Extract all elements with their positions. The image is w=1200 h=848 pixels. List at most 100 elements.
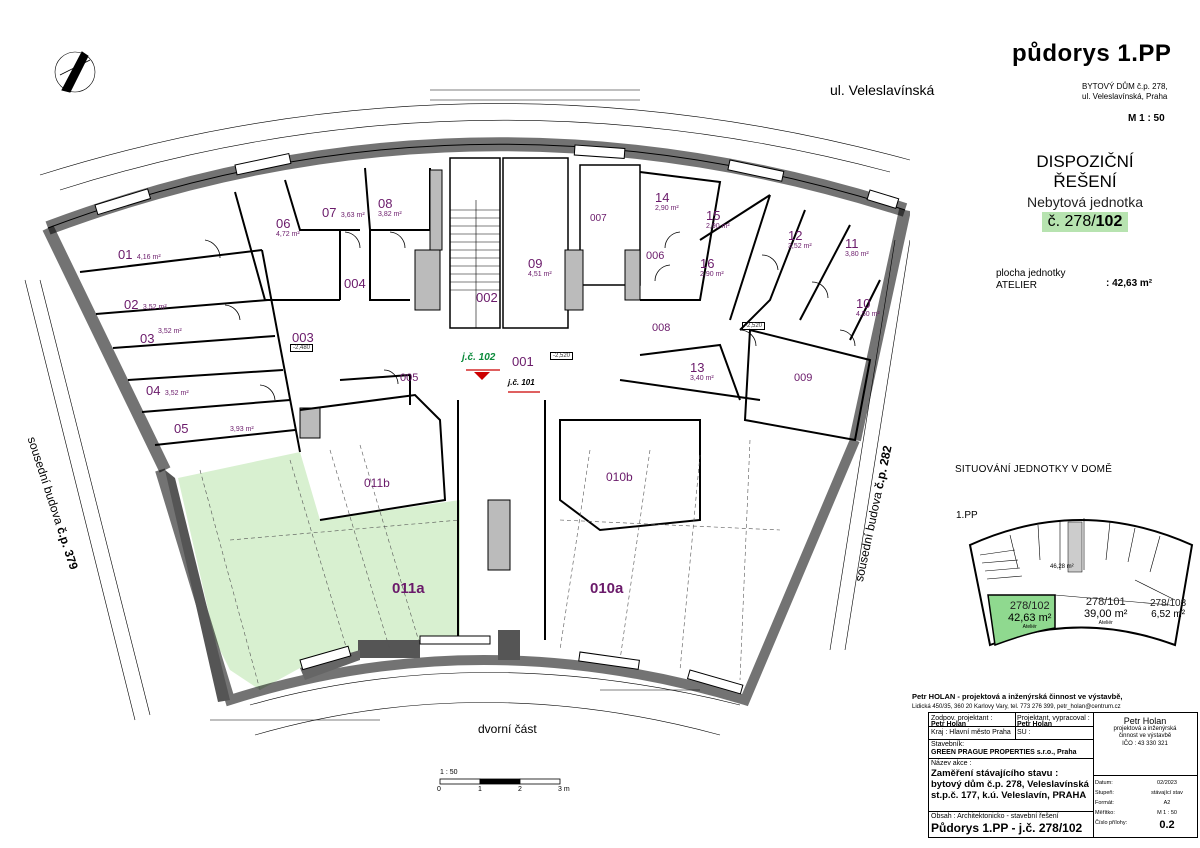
drawing-scale: M 1 : 50	[1128, 113, 1165, 124]
room-001: 001	[512, 354, 534, 369]
region-value: Hlavní město Praha	[949, 729, 1011, 736]
project-name: Zaměření stávajícího stavu : bytový dům …	[931, 768, 1093, 801]
situation-unit-id: 278/102	[1009, 600, 1050, 612]
unit-number-badge: č. 278/102	[1041, 212, 1129, 232]
disposition-line-3: Nebytová jednotka	[1027, 194, 1143, 210]
room-number: 007	[590, 213, 607, 224]
building-info: BYTOVÝ DŮM č.p. 278, ul. Veleslavínská, …	[1082, 82, 1168, 102]
room-area: 4,16 m²	[136, 254, 161, 261]
room-number: 04	[146, 383, 161, 398]
project-line-2: bytový dům č.p. 278, Veleslavínská	[931, 779, 1089, 790]
room-area: 3,40 m²	[690, 375, 714, 382]
situation-unit-use: Ateliér	[1022, 624, 1037, 630]
stair-treads	[450, 200, 500, 328]
situation-unit-102: 278/102 42,63 m² Ateliér	[1008, 600, 1051, 630]
drawing-content: Půdorys 1.PP - j.č. 278/102	[931, 821, 1083, 835]
room-004: 004	[344, 276, 366, 291]
room-area: 3,52 m²	[158, 328, 182, 335]
room-area: 3,52 m²	[788, 243, 812, 250]
right-wall	[849, 208, 910, 442]
region-label: Kraj :	[931, 729, 948, 736]
unit-area-label-1: plocha jednotky	[996, 268, 1066, 279]
room-number: 11	[845, 236, 859, 251]
room-05-area: 3,93 m²	[230, 418, 254, 436]
room-area: 3,52 m²	[142, 304, 167, 311]
level-marker: -2,520	[742, 322, 766, 330]
disposition-line-2: ŘEŠENÍ	[1053, 172, 1117, 191]
room-03: 03	[140, 330, 154, 348]
situation-title: SITUOVÁNÍ JEDNOTKY V DOMĚ	[955, 464, 1113, 475]
project-line-1: Zaměření stávajícího stavu :	[931, 768, 1059, 779]
room-number: 12	[788, 228, 803, 243]
core-walls	[299, 169, 641, 571]
situation-unit-id: 278/103	[1150, 598, 1187, 609]
situation-unit-101: 278/101 39,00 m² Ateliér	[1084, 596, 1127, 626]
situation-unit-use: Ateliér	[1098, 620, 1113, 626]
street-name: ul. Veleslavínská	[830, 82, 935, 98]
door-swings	[204, 231, 856, 401]
bottom-dark-wall-1	[358, 640, 420, 658]
room-number: 07	[322, 205, 337, 220]
designer-label-text: Zodpov. projektant :	[931, 715, 993, 722]
room-area: 3,80 m²	[845, 251, 869, 258]
situation-corridor-area: 46,28 m²	[1050, 564, 1074, 570]
room-number: 02	[124, 297, 139, 312]
right-rooms	[639, 171, 881, 442]
level-marker: -2,520	[550, 352, 574, 360]
room-008: 008	[652, 322, 671, 334]
entrance-101: j.č. 101	[508, 378, 535, 387]
room-03-area: 3,52 m²	[158, 320, 182, 338]
dimension-lines	[24, 89, 910, 736]
outer-wall-bottom	[155, 438, 860, 707]
meta-value: stávající stav	[1151, 790, 1183, 796]
meta-value: A2	[1163, 800, 1171, 806]
meta-label: Měřítko:	[1095, 810, 1115, 816]
project-line-3: st.p.č. 177, k.ú. Veleslavín, PRAHA	[931, 790, 1087, 801]
project-label: Název akce :	[931, 760, 972, 767]
room-07: 07 3,63 m²	[322, 204, 365, 222]
meta-label: Stupeň:	[1095, 790, 1114, 796]
building-line-2: ul. Veleslavínská, Praha	[1082, 92, 1168, 101]
situation-unit-area: 6,52 m²	[1151, 609, 1186, 620]
situation-unit-103: 278/103 6,52 m²	[1150, 598, 1186, 620]
courtyard-label: dvorní část	[478, 722, 537, 736]
scale-tick: 2	[518, 786, 522, 793]
scale-bar-label: 1 : 50	[440, 769, 458, 776]
firm-desc-2: činnost ve výstavbě	[1118, 733, 1172, 739]
room-number: 08	[378, 196, 393, 211]
company-line-1: Petr HOLAN - projektová a inženýrská čin…	[912, 692, 1123, 701]
title-block-header: Petr HOLAN - projektová a inženýrská čin…	[912, 692, 1196, 714]
room-number: 01	[118, 247, 133, 262]
drawing-title: půdorys 1.PP	[1012, 40, 1172, 67]
meta-label: Číslo přílohy:	[1095, 820, 1128, 826]
room-number: 10	[856, 296, 871, 311]
room-area: 3,63 m²	[340, 212, 365, 219]
room-04: 04 3,52 m²	[146, 382, 189, 400]
building-line-1: BYTOVÝ DŮM č.p. 278,	[1082, 82, 1168, 91]
designer-label: Zodpov. projektant :	[931, 714, 1015, 723]
room-area: 3,93 m²	[230, 426, 254, 433]
building-office-label: SÚ :	[1017, 729, 1031, 736]
room-area: 2,90 m²	[706, 223, 730, 230]
situation-unit-id: 278/101	[1085, 596, 1126, 608]
scale-tick: 3 m	[558, 786, 570, 793]
room-area: 2,90 m²	[700, 271, 724, 278]
meta-values: 02/2023 stávající stav A2 M 1 : 50 0.2	[1139, 778, 1195, 832]
firm-desc-1: projektová a inženýrská	[1113, 726, 1177, 732]
firm-ico: IČO : 43 330 321	[1122, 741, 1168, 747]
room-area: 3,52 m²	[164, 390, 189, 397]
left-storage-walls	[79, 249, 301, 453]
ceiling-lines	[199, 439, 781, 691]
room-01: 01 4,16 m²	[118, 246, 161, 264]
investor-label: Stavebník:	[931, 741, 965, 748]
room-011a: 011a	[392, 580, 425, 597]
unit-number: 102	[1095, 213, 1123, 230]
